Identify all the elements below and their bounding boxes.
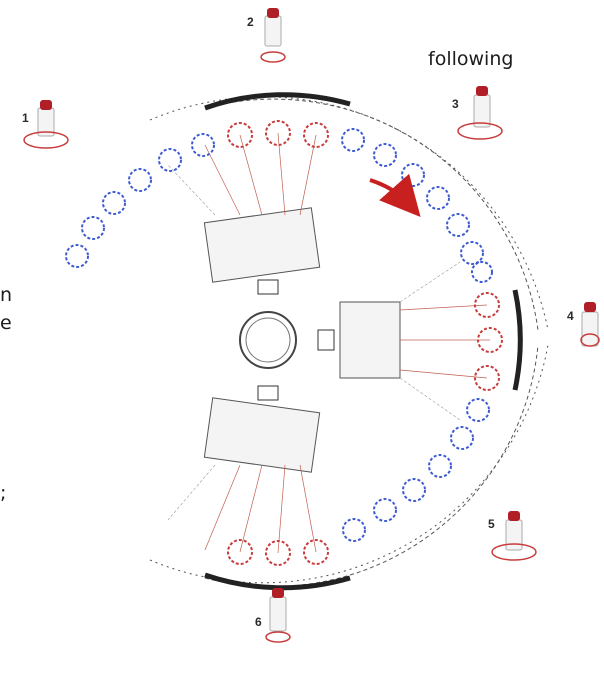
station-2: 2 [247, 8, 285, 62]
station-5: 5 [488, 511, 536, 560]
station-3-number: 3 [452, 97, 459, 111]
station-3: 3 [452, 86, 502, 139]
station-1: 1 [22, 100, 68, 148]
station-6-number: 6 [255, 615, 262, 629]
station-6: 6 [255, 588, 290, 642]
process-module-top [204, 208, 319, 282]
station-5-number: 5 [488, 517, 495, 531]
station-1-number: 1 [22, 111, 29, 125]
station-2-number: 2 [247, 15, 254, 29]
guide-lines [168, 165, 460, 520]
process-module-bottom [204, 398, 319, 472]
central-hub [240, 280, 334, 400]
station-4: 4 [567, 302, 599, 346]
station-4-number: 4 [567, 309, 574, 323]
process-module-right [340, 302, 400, 378]
rotation-arrow [370, 180, 410, 205]
